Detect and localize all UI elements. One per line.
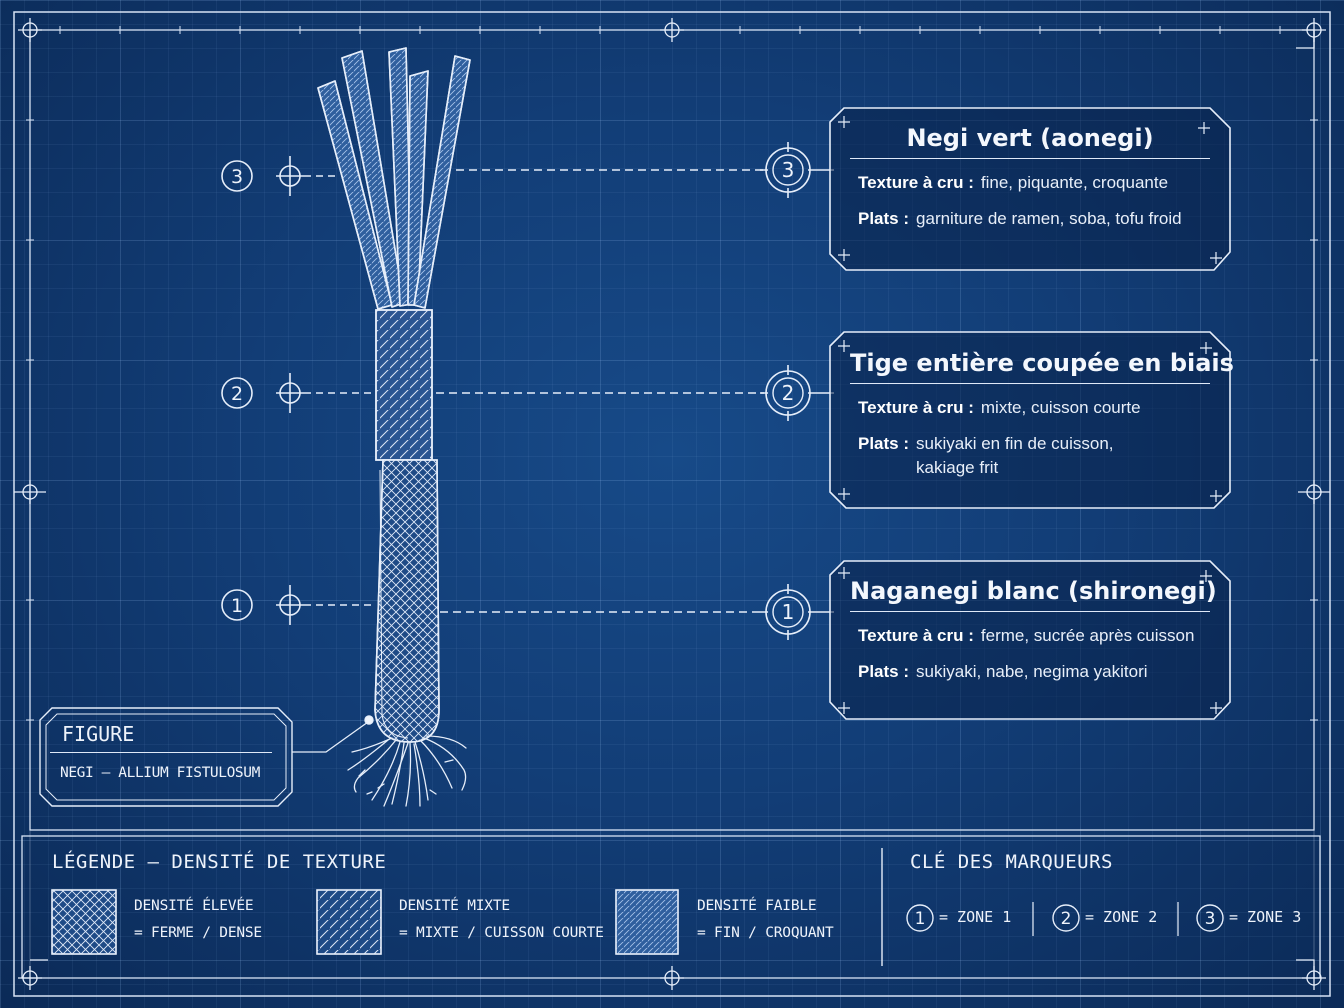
legend-item-3: DENSITÉ FAIBLE = FIN / CROQUANT: [697, 893, 834, 947]
right-marker-1-number: 1: [782, 600, 795, 624]
legend-item-2-line1: DENSITÉ MIXTE: [399, 898, 510, 914]
stalk-white-zone: [374, 459, 440, 743]
zone-2-dishes: Plats : sukiyaki en fin de cuisson, kaki…: [858, 432, 1212, 480]
zone-2-texture-label: Texture à cru :: [858, 398, 974, 417]
zone-2-dishes-label: Plats :: [858, 434, 910, 453]
figure-name: NEGI — ALLIUM FISTULOSUM: [60, 765, 260, 781]
zone-3-dishes-label: Plats :: [858, 209, 910, 228]
marker-key-title: CLÉ DES MARQUEURS: [910, 851, 1113, 873]
zone-3-texture-value: fine, piquante, croquante: [980, 173, 1169, 192]
zone-1-texture-value: ferme, sucrée après cuisson: [980, 626, 1195, 645]
negi-illustration: [317, 47, 471, 807]
legend-item-3-line1: DENSITÉ FAIBLE: [697, 898, 817, 914]
caption-frame: [39, 707, 374, 807]
legend-item-2: DENSITÉ MIXTE = MIXTE / CUISSON COURTE: [399, 893, 604, 947]
zone-1-texture-label: Texture à cru :: [858, 626, 974, 645]
key-marker-3: 3: [1205, 909, 1216, 929]
legend-item-2-line2: = MIXTE / CUISSON COURTE: [399, 925, 604, 941]
zone-1-dishes: Plats : sukiyaki, nabe, negima yakitori: [858, 660, 1212, 684]
zone-box-corner-marks: [838, 116, 1222, 714]
key-marker-1: 1: [915, 909, 926, 929]
right-marker-2-number: 2: [782, 381, 795, 405]
zone-1-card: Naganegi blanc (shironegi) Texture à cru…: [830, 577, 1230, 696]
key-zone-3-label: = ZONE 3: [1229, 908, 1302, 926]
right-leader-lines: [436, 169, 764, 613]
legend-title: LÉGENDE — DENSITÉ DE TEXTURE: [52, 851, 387, 873]
key-marker-circles: [906, 904, 1224, 932]
zone-1-dishes-label: Plats :: [858, 662, 910, 681]
stalk-mixed-zone: [375, 309, 433, 461]
legend-dividers: [881, 848, 1179, 966]
zone-2-dishes-value: sukiyaki en fin de cuisson, kakiage frit: [916, 434, 1114, 477]
key-marker-2: 2: [1061, 909, 1072, 929]
zone-3-texture: Texture à cru : fine, piquante, croquant…: [858, 171, 1212, 195]
right-markers: [760, 142, 834, 640]
zone-3-dishes: Plats : garniture de ramen, soba, tofu f…: [858, 207, 1212, 231]
zone-1-title: Naganegi blanc (shironegi): [850, 577, 1217, 612]
legend-item-1-line1: DENSITÉ ÉLEVÉE: [134, 898, 254, 914]
zone-3-card: Negi vert (aonegi) Texture à cru : fine,…: [830, 124, 1230, 243]
legend-item-1: DENSITÉ ÉLEVÉE = FERME / DENSE: [134, 893, 262, 947]
registration-marks: [14, 18, 1330, 990]
left-marker-1-number: 1: [231, 595, 243, 617]
zone-3-dishes-value: garniture de ramen, soba, tofu froid: [916, 209, 1182, 228]
roots: [347, 735, 467, 807]
ruler-ticks: [26, 26, 1318, 721]
legend-item-3-line2: = FIN / CROQUANT: [697, 925, 834, 941]
zone-1-dishes-value: sukiyaki, nabe, negima yakitori: [916, 662, 1148, 681]
zone-2-title: Tige entière coupée en biais: [850, 349, 1234, 384]
figure-label: FIGURE: [50, 714, 272, 753]
left-marker-2-number: 2: [231, 383, 243, 405]
right-marker-3-number: 3: [782, 158, 795, 182]
zone-2-texture-value: mixte, cuisson courte: [980, 398, 1141, 417]
figure-caption: FIGURE NEGI — ALLIUM FISTULOSUM: [50, 714, 278, 781]
zone-2-texture: Texture à cru : mixte, cuisson courte: [858, 396, 1212, 420]
legend-item-1-line2: = FERME / DENSE: [134, 925, 262, 941]
left-markers: [221, 156, 376, 625]
zone-1-texture: Texture à cru : ferme, sucrée après cuis…: [858, 624, 1212, 648]
zone-box-frames: [829, 107, 1231, 720]
left-marker-3-number: 3: [231, 166, 243, 188]
green-leaves: [317, 47, 471, 310]
key-zone-2-label: = ZONE 2: [1085, 908, 1158, 926]
key-zone-1-label: = ZONE 1: [939, 908, 1012, 926]
zone-3-title: Negi vert (aonegi): [850, 124, 1210, 159]
zone-3-texture-label: Texture à cru :: [858, 173, 974, 192]
legend-swatches: [51, 889, 679, 955]
zone-2-card: Tige entière coupée en biais Texture à c…: [830, 349, 1234, 492]
